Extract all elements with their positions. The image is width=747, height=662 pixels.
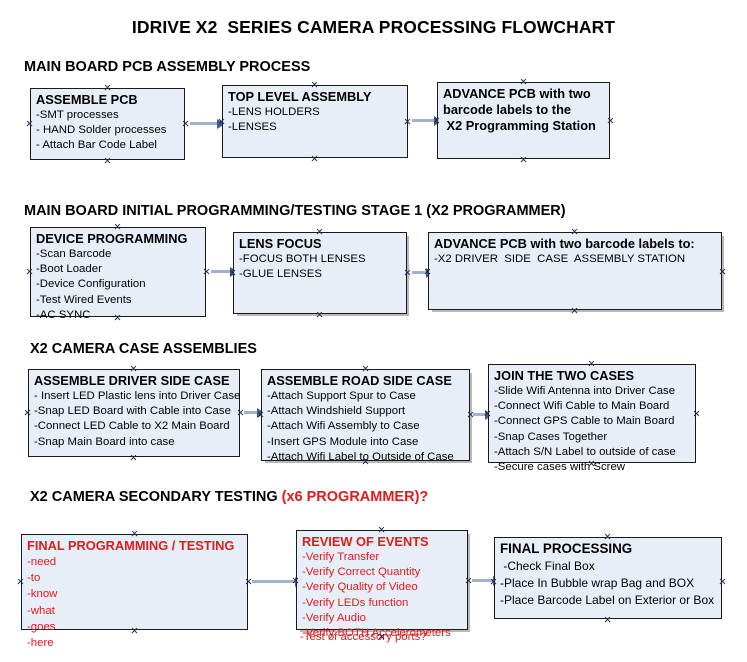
node-title: DEVICE PROGRAMMING <box>36 231 188 246</box>
node-line: - Insert LED Plastic lens into Driver Ca… <box>34 390 241 403</box>
section-heading-text: X2 CAMERA SECONDARY TESTING <box>30 489 282 505</box>
node-line: -SMT processes <box>36 109 119 122</box>
section-heading-text: MAIN BOARD INITIAL PROGRAMMING/TESTING S… <box>24 203 566 219</box>
node-assemble-road-side-case[interactable]: ASSEMBLE ROAD SIDE CASE -Attach Support … <box>261 369 470 463</box>
node-line: -Place Barcode Label on Exterior or Box <box>500 592 715 607</box>
node-line: -Insert GPS Module into Case <box>267 435 419 448</box>
node-line: -Verify Transfer <box>302 551 380 564</box>
node-join-the-two-cases[interactable]: JOIN THE TWO CASES -Slide Wifi Antenna i… <box>488 364 696 473</box>
node-line: -Snap Cases Together <box>494 430 608 443</box>
node-title: ADVANCE PCB with two <box>443 86 591 101</box>
node-title-line-2: barcode labels to the <box>443 102 572 118</box>
node-line: -Attach Support Spur to Case <box>267 390 416 403</box>
node-final-processing[interactable]: FINAL PROCESSING -Check Final Box -Place… <box>494 537 722 619</box>
node-line: -here <box>27 637 54 650</box>
node-title: LENS FOCUS <box>239 236 322 251</box>
node-line: - Attach Bar Code Label <box>36 139 157 152</box>
node-line: -GLUE LENSES <box>239 268 322 281</box>
node-title: ASSEMBLE DRIVER SIDE CASE <box>34 373 230 388</box>
node-line: -Verify LEDs function <box>302 596 409 609</box>
node-line: -Attach Wifi Assembly to Case <box>267 420 420 433</box>
node-line: -need <box>27 556 57 569</box>
node-line: -Check Final Box <box>500 558 595 573</box>
section-heading-accent: (x6 PROGRAMMER)? <box>281 489 429 505</box>
node-title: ADVANCE PCB with two barcode labels to: <box>434 236 695 251</box>
node-title: FINAL PROCESSING <box>500 541 633 556</box>
connector-arrow <box>211 266 238 277</box>
node-line: -Attach Windshield Support <box>267 405 406 418</box>
node-title: REVIEW OF EVENTS <box>302 534 429 549</box>
section-heading-text: X2 CAMERA CASE ASSEMBLIES <box>30 341 257 357</box>
node-line: -Connect LED Cable to X2 Main Board <box>34 420 230 433</box>
connector-arrow <box>412 115 442 126</box>
node-line: -Connect Wifi Cable to Main Board <box>494 400 670 413</box>
node-line: -Attach Wifi Label to Outside of Case <box>267 450 454 463</box>
connector-arrow <box>190 118 225 129</box>
connector-arrow <box>473 409 493 420</box>
node-title: FINAL PROGRAMMING / TESTING <box>27 538 235 553</box>
node-lens-focus[interactable]: LENS FOCUS -FOCUS BOTH LENSES -GLUE LENS… <box>233 232 407 314</box>
node-line: - HAND Solder processes <box>36 124 167 137</box>
node-line: -Slide Wifi Antenna into Driver Case <box>494 385 676 398</box>
section-heading-text: MAIN BOARD PCB ASSEMBLY PROCESS <box>24 59 311 75</box>
node-review-of-events[interactable]: REVIEW OF EVENTS -Verify Transfer -Verif… <box>296 530 468 639</box>
node-line: -AC SYNC <box>36 308 91 321</box>
section-heading-x2-camera-case-assemblies: X2 CAMERA CASE ASSEMBLIES <box>30 341 257 357</box>
node-line: -Device Configuration <box>36 278 146 291</box>
node-title: TOP LEVEL ASSEMBLY <box>228 89 372 104</box>
node-line: -Snap Main Board into case <box>34 435 175 448</box>
node-overflow-line: -Test of accessory ports? <box>300 631 427 643</box>
node-advance-pcb-programming-station[interactable]: ADVANCE PCB with two barcode labels to t… <box>437 82 610 159</box>
node-line: -LENSES <box>228 121 277 134</box>
connector-arrow <box>412 267 434 278</box>
node-line: -Scan Barcode <box>36 248 112 261</box>
node-line: -what <box>27 604 55 617</box>
node-final-programming-testing[interactable]: FINAL PROGRAMMING / TESTING -need -to -k… <box>21 534 248 649</box>
connector-arrow <box>472 575 501 586</box>
node-line: -X2 DRIVER SIDE CASE ASSEMBLY STATION <box>434 253 686 266</box>
node-assemble-pcb[interactable]: ASSEMBLE PCB -SMT processes - HAND Solde… <box>30 88 185 160</box>
node-line: -Verify BOTH Accelerometers <box>302 626 451 639</box>
node-device-programming[interactable]: DEVICE PROGRAMMING -Scan Barcode -Boot L… <box>30 227 206 321</box>
node-assemble-driver-side-case[interactable]: ASSEMBLE DRIVER SIDE CASE - Insert LED P… <box>28 369 240 457</box>
node-top-level-assembly[interactable]: TOP LEVEL ASSEMBLY -LENS HOLDERS -LENSES <box>222 85 408 158</box>
node-title: JOIN THE TWO CASES <box>494 368 635 383</box>
node-line: -Verify Correct Quantity <box>302 566 421 579</box>
node-line: -LENS HOLDERS <box>228 106 320 119</box>
node-line: -Test Wired Events <box>36 293 132 306</box>
node-line: -Verify Audio <box>302 611 366 624</box>
node-title: ASSEMBLE PCB <box>36 92 138 107</box>
node-line: -Place In Bubble wrap Bag and BOX <box>500 575 695 590</box>
node-line: -Connect GPS Cable to Main Board <box>494 415 675 428</box>
node-line: -Boot Loader <box>36 263 102 276</box>
node-line: -to <box>27 572 41 585</box>
node-line: -Attach S/N Label to outside of case <box>494 445 676 458</box>
node-advance-pcb-driver-side-case[interactable]: ADVANCE PCB with two barcode labels to: … <box>428 232 722 310</box>
page-title: IDRIVE X2 SERIES CAMERA PROCESSING FLOWC… <box>131 17 616 37</box>
node-line: -Snap LED Board with Cable into Case <box>34 405 231 418</box>
node-line: -Secure cases with Screw <box>494 460 626 473</box>
node-line: -Verify Quality of Video <box>302 581 418 594</box>
node-line: -goes <box>27 620 56 633</box>
section-heading-main-board-pcb-assembly: MAIN BOARD PCB ASSEMBLY PROCESS <box>24 59 310 75</box>
connector-arrow <box>244 407 265 418</box>
node-title: ASSEMBLE ROAD SIDE CASE <box>267 373 452 388</box>
section-heading-x2-camera-secondary-testing: X2 CAMERA SECONDARY TESTING (x6 PROGRAMM… <box>30 489 428 505</box>
node-line: -know <box>27 588 58 601</box>
node-title-line-3: X2 Programming Station <box>443 118 596 134</box>
connector-arrow <box>252 576 303 587</box>
section-heading-main-board-initial-programming: MAIN BOARD INITIAL PROGRAMMING/TESTING S… <box>24 203 566 219</box>
node-line: -FOCUS BOTH LENSES <box>239 253 366 266</box>
